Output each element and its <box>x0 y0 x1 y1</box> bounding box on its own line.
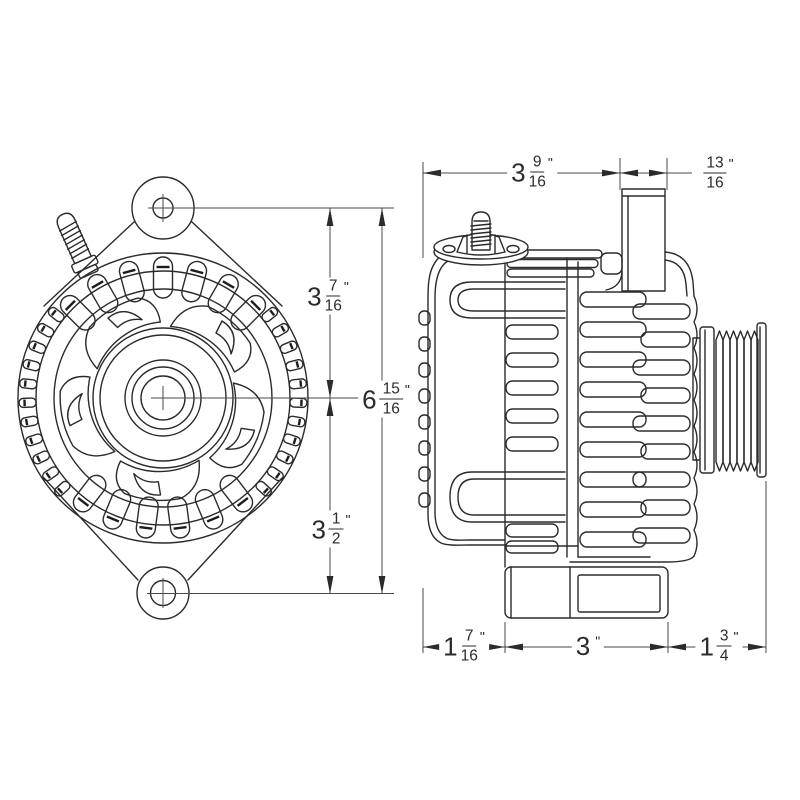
dim-whole: 3 <box>511 157 526 187</box>
side-case-seams <box>504 251 695 568</box>
inch-mark: " <box>345 511 351 528</box>
dim-whole: 3 <box>575 631 591 661</box>
inch-mark: " <box>404 381 410 398</box>
dim-whole: 3 <box>307 281 322 311</box>
dim-whole: 6 <box>362 384 377 414</box>
side-mid-fin-slots-right <box>579 291 647 548</box>
inch-mark: " <box>479 628 485 645</box>
side-view <box>418 188 767 619</box>
dim-whole: 1 <box>443 631 458 661</box>
inch-mark: " <box>343 278 349 295</box>
dim-side-case-width: 3 " <box>571 631 605 661</box>
front-bottom-vent-slots <box>68 470 258 541</box>
side-mid-fin-slots-left <box>505 324 559 554</box>
side-terminal-stud <box>433 211 529 266</box>
side-mount-lug <box>600 188 666 292</box>
dimension-lines-front <box>147 207 394 594</box>
inch-mark: " <box>733 628 739 645</box>
dim-whole: 3 <box>311 514 326 544</box>
dim-whole: 1 <box>699 631 714 661</box>
inch-mark: " <box>728 155 734 172</box>
front-mount-bracket <box>43 176 283 620</box>
side-front-case <box>664 251 698 557</box>
inch-mark: " <box>595 633 601 649</box>
side-mount-foot <box>504 566 669 619</box>
side-rear-housing <box>427 249 566 546</box>
side-front-fin-slots <box>632 303 691 544</box>
side-pulley <box>699 322 767 478</box>
side-rear-fin-edges <box>418 310 431 508</box>
inch-mark: " <box>547 154 553 171</box>
front-terminal-stud <box>56 212 99 279</box>
